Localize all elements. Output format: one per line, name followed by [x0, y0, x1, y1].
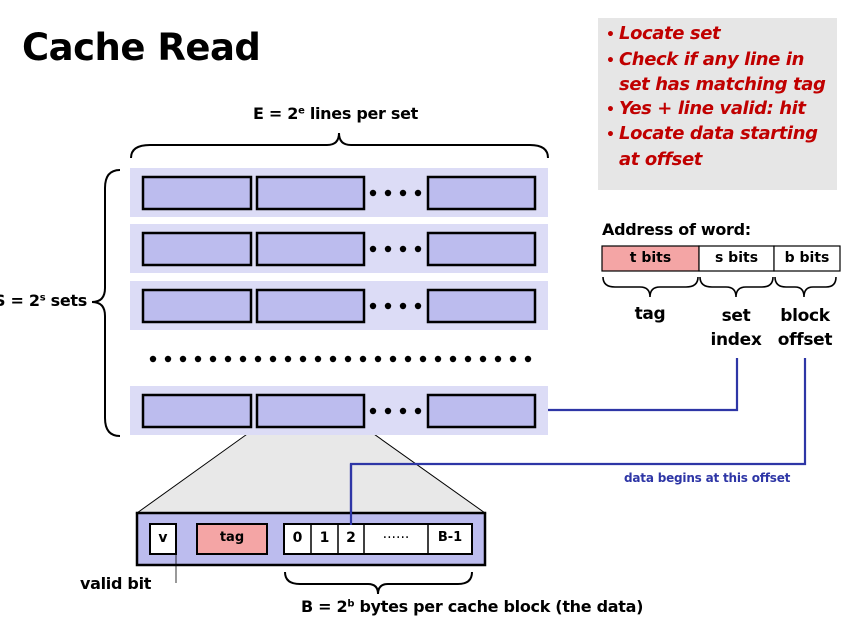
sets-ellipsis-dot [209, 355, 217, 363]
cache-set [130, 281, 548, 330]
sets-ellipsis-dot [389, 355, 397, 363]
lines-ellipsis-dot [414, 407, 422, 415]
sets-ellipsis-dot [314, 355, 322, 363]
sets-ellipsis-dot [509, 355, 517, 363]
cache-line [426, 175, 537, 211]
cache-line [141, 231, 253, 267]
sets-ellipsis-dot [149, 355, 157, 363]
lines-ellipsis-dot [399, 302, 407, 310]
set-index-pointer [548, 358, 739, 412]
lines-ellipsis-dot [414, 245, 422, 253]
sets-ellipsis-dot [434, 355, 442, 363]
lines-ellipsis-dot [369, 302, 377, 310]
sets-ellipsis-dot [374, 355, 382, 363]
lines-ellipsis-dot [414, 302, 422, 310]
cache-line [141, 288, 253, 324]
lines-ellipsis-dot [369, 189, 377, 197]
step-item: Locate set [606, 22, 837, 48]
sets-ellipsis-dot [269, 355, 277, 363]
s-bits-label: s bits [714, 250, 759, 266]
zoom-wedge [135, 426, 487, 514]
sets-ellipsis-dot [344, 355, 352, 363]
lines-ellipsis-dot [384, 245, 392, 253]
sets-label: S = 2s sets [0, 291, 87, 310]
lines-per-set-label: E = 2e lines per set [253, 104, 419, 123]
valid-bit-cell [149, 523, 177, 555]
more-sets-ellipsis [149, 355, 532, 363]
sets-ellipsis-dot [404, 355, 412, 363]
cache-line [426, 288, 537, 324]
offset-note: data begins at this offset [624, 471, 791, 485]
valid-bit-label: valid bit [80, 574, 152, 593]
sets-ellipsis-dot [419, 355, 427, 363]
lines-ellipsis-dot [399, 245, 407, 253]
cache-line [141, 175, 253, 211]
valid-bit-text: v [158, 530, 168, 546]
lines-ellipsis-dot [384, 302, 392, 310]
tag-brace [602, 276, 699, 298]
tag-cell [196, 523, 268, 555]
tag-text: tag [219, 530, 245, 545]
cache-line [255, 288, 366, 324]
cache-line [426, 393, 537, 429]
sets-ellipsis-dot [254, 355, 262, 363]
step-item: Yes + line valid: hit [606, 97, 837, 123]
address-heading: Address of word: [602, 220, 751, 239]
cache-set [130, 224, 548, 273]
sets-ellipsis-dot [224, 355, 232, 363]
steps-box: Locate set Check if any line in set has … [598, 18, 837, 190]
cache-line [141, 393, 253, 429]
data-bytes [283, 523, 473, 555]
b-bits-label: b bits [784, 250, 830, 266]
byte-ellipsis: ······ [382, 530, 410, 546]
cache-line [255, 175, 366, 211]
sets-brace [91, 169, 121, 437]
byte-last: B-1 [437, 530, 463, 545]
cache-set [130, 386, 548, 435]
block-size-label: B = 2b bytes per cache block (the data) [301, 597, 644, 616]
lines-ellipsis-dot [384, 189, 392, 197]
cache-line [255, 231, 366, 267]
cache-set [130, 168, 548, 217]
lines-ellipsis-dot [384, 407, 392, 415]
lines-ellipsis-dot [414, 189, 422, 197]
sets-ellipsis-dot [299, 355, 307, 363]
lines-ellipsis-dot [399, 407, 407, 415]
sets-ellipsis-dot [284, 355, 292, 363]
sets-ellipsis-dot [329, 355, 337, 363]
cache-line [426, 231, 537, 267]
sets-ellipsis-dot [179, 355, 187, 363]
sets-ellipsis-dot [239, 355, 247, 363]
byte-0: 0 [292, 530, 303, 546]
sets-ellipsis-dot [194, 355, 202, 363]
block-offset-brace [774, 276, 837, 298]
sets-ellipsis-dot [464, 355, 472, 363]
step-item: Locate data starting at offset [606, 122, 837, 171]
step-item: Check if any line in set has matching ta… [606, 48, 837, 97]
set-index-brace [699, 276, 774, 298]
lines-ellipsis-dot [399, 189, 407, 197]
byte-1: 1 [319, 530, 330, 546]
block-bytes-brace [284, 571, 473, 595]
tag-meaning: tag [634, 304, 666, 324]
sets-ellipsis-dot [164, 355, 172, 363]
sets-ellipsis-dot [479, 355, 487, 363]
address-b-bits [773, 245, 841, 272]
lines-ellipsis-dot [369, 407, 377, 415]
sets-ellipsis-dot [524, 355, 532, 363]
page-title: Cache Read [22, 26, 261, 69]
cache-line [255, 393, 366, 429]
t-bits-label: t bits [629, 250, 672, 266]
lines-ellipsis-dot [369, 245, 377, 253]
address-s-bits [698, 245, 775, 272]
address-t-bits [601, 245, 700, 272]
lines-per-set-brace [130, 132, 549, 159]
sets-ellipsis-dot [494, 355, 502, 363]
sets-ellipsis-dot [449, 355, 457, 363]
byte-2: 2 [346, 530, 356, 546]
sets-ellipsis-dot [359, 355, 367, 363]
